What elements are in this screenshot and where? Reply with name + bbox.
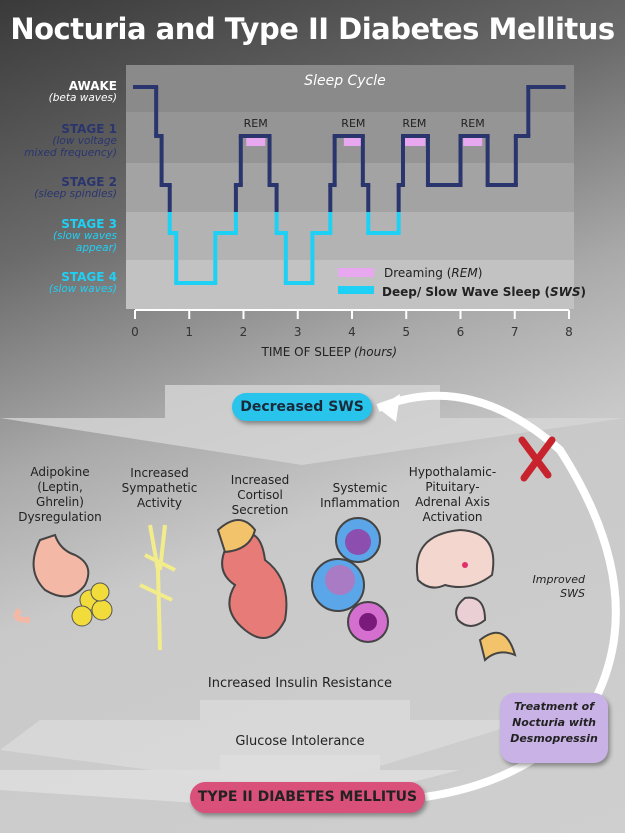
glucose-intolerance-label: Glucose Intolerance	[235, 734, 365, 749]
x-tick-label: 0	[131, 325, 139, 339]
insulin-resistance-label: Increased Insulin Resistance	[207, 676, 393, 691]
legend-label-rem: Dreaming (REM)	[384, 266, 482, 280]
blocked-x-icon	[518, 436, 556, 482]
x-tick-label: 1	[185, 325, 193, 339]
x-tick-label: 8	[565, 325, 573, 339]
stomach-fat-icon	[13, 533, 113, 627]
rem-period	[246, 138, 266, 146]
x-tick-label: 5	[402, 325, 410, 339]
legend-swatch-sws	[338, 286, 374, 294]
chart-title: Sleep Cycle	[304, 73, 386, 89]
rem-label: REM	[461, 117, 485, 130]
arrowhead-icon	[378, 394, 400, 422]
x-axis-unit: (hours)	[354, 345, 397, 359]
adrenal-kidney-icon	[216, 519, 288, 639]
band-stage2	[126, 163, 574, 212]
rem-label: REM	[402, 117, 426, 130]
nerve-icon	[139, 524, 176, 651]
legend-label-sws: Deep/ Slow Wave Sleep (SWS)	[382, 285, 586, 299]
band-stage3	[126, 212, 574, 260]
x-tick-label: 4	[348, 325, 356, 339]
rem-label: REM	[341, 117, 365, 130]
rem-period	[403, 138, 426, 146]
type2-diabetes-pill: TYPE II DIABETES MELLITUS	[190, 782, 425, 813]
band-awake	[126, 65, 574, 112]
x-tick-label: 7	[511, 325, 519, 339]
x-axis-title: TIME OF SLEEP	[261, 345, 351, 359]
decreased-sws-pill: Decreased SWS	[232, 393, 372, 421]
legend-swatch-rem	[338, 268, 374, 277]
funnel-insulin	[0, 700, 530, 790]
funnel-top	[0, 385, 625, 465]
page-title: Nocturia and Type II Diabetes Mellitus	[10, 12, 615, 46]
stage-label-awake: AWAKE(beta waves)	[48, 79, 117, 104]
x-tick-label: 3	[294, 325, 302, 339]
brain-pituitary-icon	[415, 528, 517, 662]
cause-adipokine: Adipokine(Leptin,Ghrelin)Dysregulation	[18, 465, 102, 524]
flow-background	[0, 385, 625, 810]
stage-label-4: STAGE 4(slow waves)	[48, 270, 117, 295]
rem-period	[463, 138, 483, 146]
rem-period	[343, 138, 363, 146]
immune-cells-icon	[311, 517, 389, 643]
x-tick-label: 6	[457, 325, 465, 339]
x-tick-label: 2	[240, 325, 248, 339]
sleep-cycle-chart: Sleep Cycle REM REM REM REM 0 1 2 3 4 5 6 7 8 TIME …	[126, 65, 586, 359]
stage-label-2: STAGE 2(sleep spindles)	[34, 175, 117, 200]
rem-label: REM	[244, 117, 268, 130]
